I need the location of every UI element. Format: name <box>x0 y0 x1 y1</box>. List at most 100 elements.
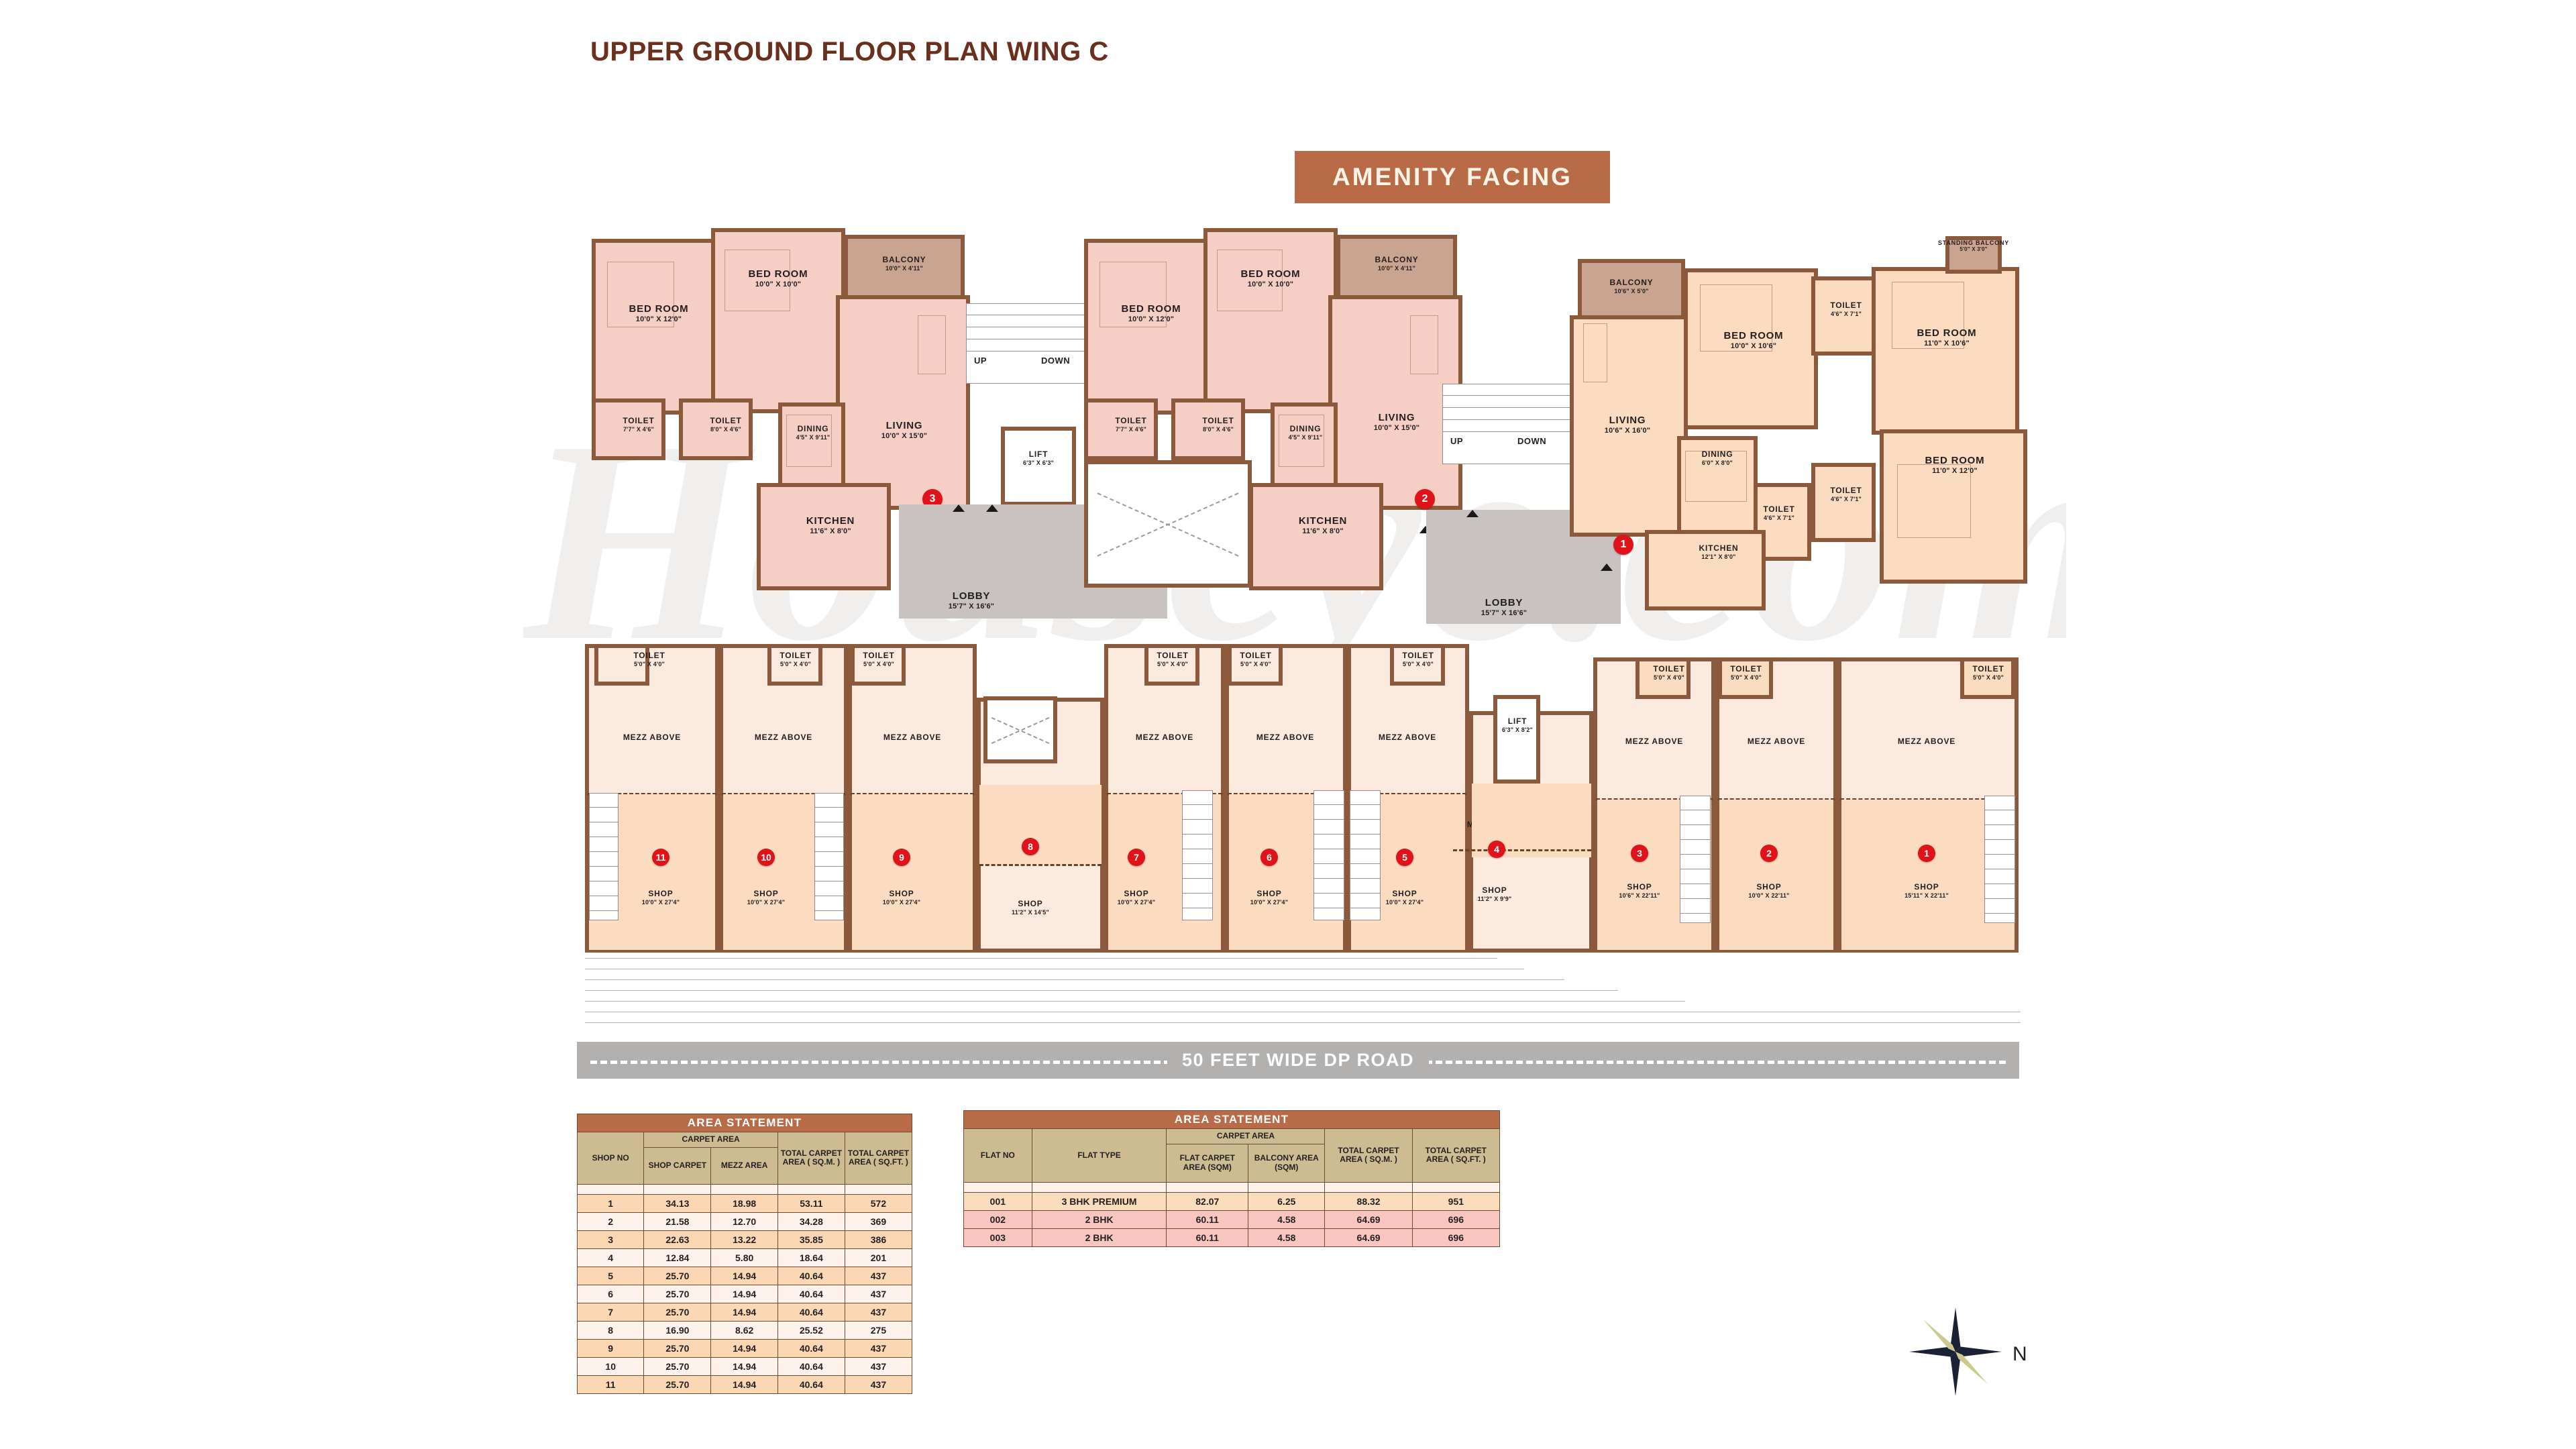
shop-5-staircase <box>1350 790 1381 920</box>
entrance-step-3 <box>585 979 1564 988</box>
unit-2-bed-1 <box>1099 262 1167 327</box>
unit-3-living <box>836 295 970 510</box>
shop-4-marker[interactable]: 4 <box>1488 841 1505 858</box>
shop-table-col-shop-no: SHOP NO <box>576 1132 645 1185</box>
flat-table-col-total-sqm: TOTAL CARPET AREA ( SQ.M. ) <box>1324 1128 1413 1183</box>
core-a-entry-arrow-2 <box>986 504 998 512</box>
flat-table-col-flat-type: FLAT TYPE <box>1031 1128 1167 1183</box>
shop-11-mezz-divider <box>588 793 716 795</box>
core-b-up-label: UP <box>1450 436 1464 446</box>
unit-3-bed-2 <box>724 250 790 311</box>
core-a-entry-arrow-1 <box>953 504 965 512</box>
shop-10-toilet <box>767 644 822 686</box>
shop-8-marker[interactable]: 8 <box>1022 838 1039 855</box>
shop-9-toilet <box>851 644 906 686</box>
unit-3-toilet-2 <box>679 398 753 460</box>
shop-7-staircase <box>1182 790 1213 920</box>
shop-6-toilet <box>1228 644 1283 686</box>
flat-table-col-flat-no: FLAT NO <box>963 1128 1032 1183</box>
core-b-lift <box>1493 695 1540 784</box>
shop-9-floor <box>852 794 973 950</box>
entrance-step-7 <box>585 1022 2021 1031</box>
shop-11-marker[interactable]: 11 <box>652 849 669 866</box>
shop-6-marker[interactable]: 6 <box>1260 849 1278 866</box>
flat-area-statement-table: AREA STATEMENT FLAT NO FLAT TYPE CARPET … <box>963 1110 1501 1247</box>
shop-3-marker[interactable]: 3 <box>1631 845 1648 862</box>
core-b-staircase <box>1442 384 1576 464</box>
shop-1-mezz-divider <box>1840 798 2016 800</box>
shop-5-toilet <box>1390 644 1445 686</box>
flat-table-col-total-sqft: TOTAL CARPET AREA ( SQ.FT. ) <box>1411 1128 1501 1183</box>
shop-2-marker[interactable]: 2 <box>1760 845 1778 862</box>
shop-9-marker[interactable]: 9 <box>893 849 910 866</box>
unit-1-sofa <box>1583 323 1607 382</box>
unit-3-sofa <box>918 315 946 374</box>
entrance-step-2 <box>585 969 1524 977</box>
flat-table-title: AREA STATEMENT <box>963 1110 1500 1129</box>
unit-3-balcony <box>844 235 965 305</box>
shop-2-mezz-divider <box>1718 798 1835 800</box>
unit-1-balcony <box>1578 259 1685 323</box>
compass-north-label: N <box>2012 1343 2027 1365</box>
shop-5-mezz-divider <box>1350 793 1466 795</box>
flat-table-col-carpet-area: CARPET AREA <box>1166 1128 1326 1144</box>
unit-2-entry-arrow <box>1419 526 1432 533</box>
unit-1-bed-3 <box>1897 464 1971 538</box>
unit-1-toilet-1 <box>1811 276 1876 356</box>
unit-3-dining-table <box>786 415 832 467</box>
entrance-step-1 <box>585 958 1497 967</box>
dp-road-band: 50 FEET WIDE DP ROAD <box>577 1042 2019 1079</box>
shop-1-staircase <box>1984 796 2015 923</box>
shop-10-mezz-divider <box>722 793 845 795</box>
shop-2-floor <box>1719 800 1833 950</box>
unit-2-kitchen <box>1249 483 1383 590</box>
shop-1-marker[interactable]: 1 <box>1918 845 1935 862</box>
amenity-facing-banner: AMENITY FACING <box>1295 151 1610 203</box>
unit-2-toilet-2 <box>1171 398 1245 460</box>
unit-1-toilet-2 <box>1811 463 1876 542</box>
shop-8-mezz-divider <box>979 864 1102 866</box>
unit-2-bed-2 <box>1217 250 1283 311</box>
shop-area-statement-table: AREA STATEMENT SHOP NO CARPET AREA TOTAL… <box>576 1114 913 1394</box>
unit-1-kitchen <box>1645 530 1766 610</box>
shop-10-staircase <box>814 793 844 920</box>
unit-2-dining-table <box>1279 415 1324 467</box>
unit-1-dining-table <box>1685 451 1747 502</box>
core-a-lift <box>1001 427 1076 506</box>
shop-5-marker[interactable]: 5 <box>1396 849 1413 866</box>
shop-10-marker[interactable]: 10 <box>757 849 775 866</box>
unit-1-standing-balcony <box>1945 236 2002 274</box>
core-b-entry-arrow-2 <box>1601 564 1613 571</box>
flat-table-col-flat-carpet: FLAT CARPET AREA (SQM) <box>1166 1143 1249 1183</box>
unit-1-bedroom-2 <box>1872 267 2019 435</box>
unit-1-marker[interactable]: 1 <box>1613 535 1633 555</box>
unit-2-toilet-1 <box>1084 398 1158 460</box>
unit-1-bed-2 <box>1892 282 1964 349</box>
core-b-down-label: DOWN <box>1517 436 1547 446</box>
unit-2-balcony <box>1336 235 1457 305</box>
unit-2-marker[interactable]: 2 <box>1415 489 1435 509</box>
shop-7-toilet <box>1144 644 1199 686</box>
flat-table-spacer-row <box>963 1181 1501 1193</box>
shop-3-staircase <box>1680 796 1711 923</box>
entrance-step-5 <box>585 1001 1685 1010</box>
unit-3-toilet-1 <box>592 398 665 460</box>
shop-3-mezz-divider <box>1596 798 1713 800</box>
shop-table-col-total-sqft: TOTAL CARPET AREA ( SQ.FT. ) <box>844 1132 913 1185</box>
shop-7-marker[interactable]: 7 <box>1128 849 1145 866</box>
shop-7-mezz-divider <box>1107 793 1222 795</box>
shop-9-mezz-divider <box>851 793 974 795</box>
shop-4-mezz-divider <box>1453 849 1591 851</box>
shop-8-mezz-floor <box>979 785 1102 864</box>
entrance-step-4 <box>585 990 1618 999</box>
shop-table-col-shop-carpet: SHOP CARPET <box>643 1146 712 1185</box>
